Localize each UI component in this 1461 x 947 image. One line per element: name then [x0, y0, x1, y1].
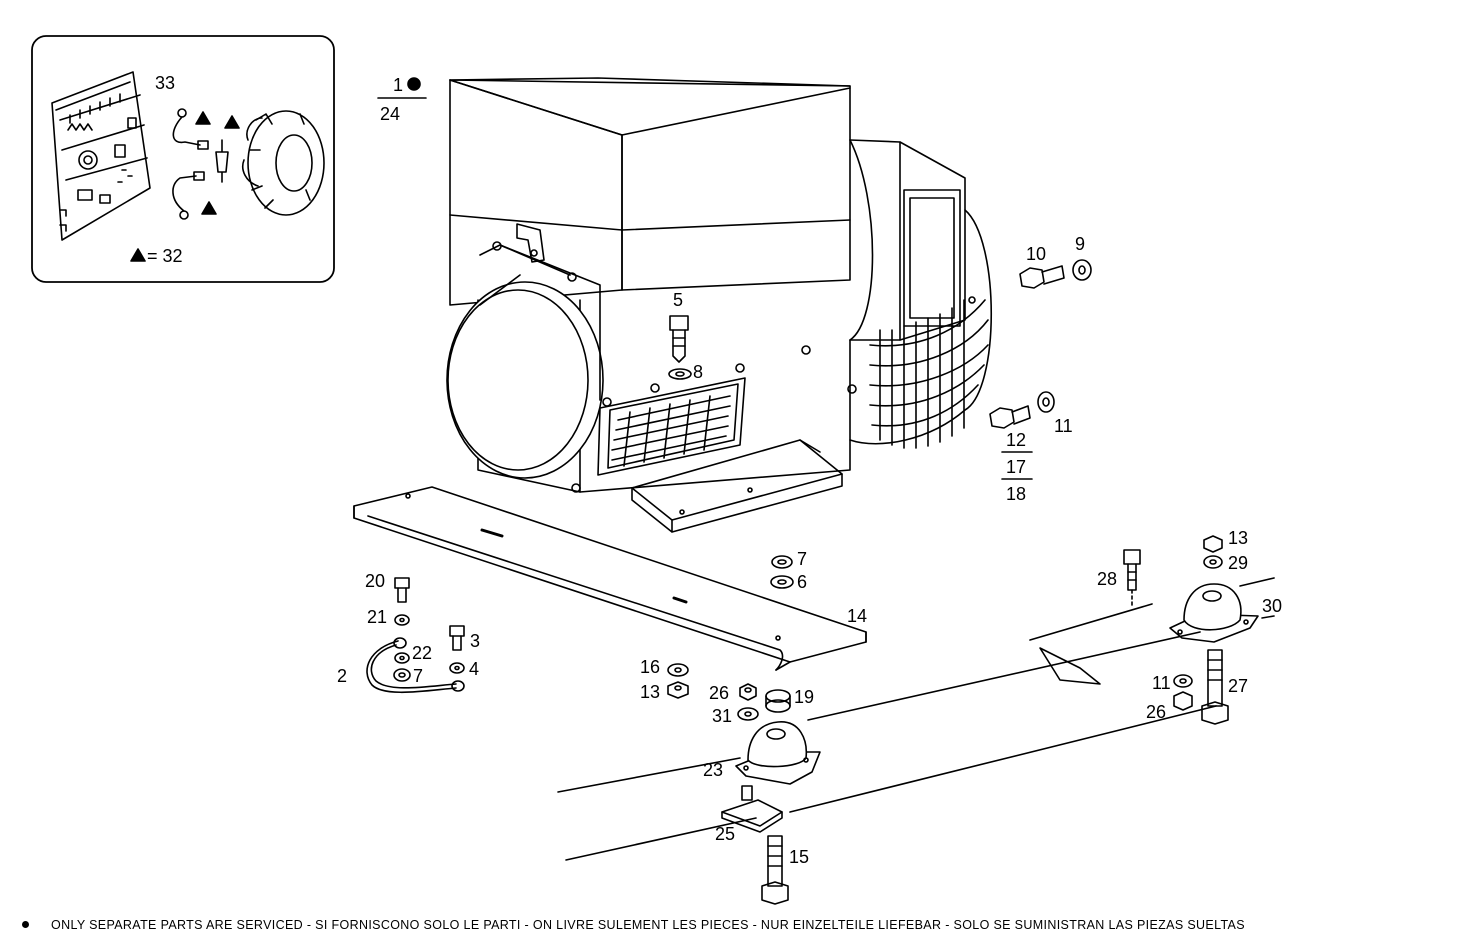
nut-7-lower [393, 668, 411, 682]
footer-note-text: ONLY SEPARATE PARTS ARE SERVICED - SI FO… [51, 918, 1245, 932]
wire-lead-upper [172, 108, 209, 150]
washer-4 [449, 662, 465, 674]
label-7-lower: 7 [413, 666, 423, 686]
label-13-right: 13 [1228, 528, 1248, 548]
nut-11-upper [1037, 391, 1055, 413]
footer-note: ONLY SEPARATE PARTS ARE SERVICED - SI FO… [22, 918, 1452, 932]
vibration-mount-23 [735, 721, 821, 785]
washer-6 [770, 575, 794, 589]
label-18: 18 [1006, 484, 1026, 504]
triangle-marker [201, 201, 217, 215]
skid-rails [557, 577, 1275, 861]
nut-26-left [739, 683, 757, 701]
label-6: 6 [797, 572, 807, 592]
label-16: 16 [640, 657, 660, 677]
regulator-board [51, 71, 151, 241]
nut-26-right [1173, 691, 1193, 711]
washer-16 [667, 663, 689, 677]
label-13: 13 [640, 682, 660, 702]
washer-8 [668, 368, 692, 380]
label-25: 25 [715, 824, 735, 844]
screw-3 [449, 625, 465, 651]
diode-bridge-ring [242, 110, 325, 216]
label-24: 24 [380, 104, 400, 124]
washer-9 [1072, 259, 1092, 281]
spacer-19 [765, 689, 791, 713]
label-19: 19 [794, 687, 814, 707]
bolt-15 [761, 835, 789, 905]
terminal-box [449, 77, 851, 306]
washer-21 [394, 614, 410, 626]
label-26-right: 26 [1146, 702, 1166, 722]
label-17: 17 [1006, 457, 1026, 477]
label-9: 9 [1075, 234, 1085, 254]
cooling-grille [597, 345, 857, 476]
nut-13-right [1203, 535, 1223, 553]
label-14: 14 [847, 606, 867, 626]
screw-20 [394, 577, 410, 603]
label-10: 10 [1026, 244, 1046, 264]
end-bell-front [446, 223, 612, 493]
label-5: 5 [673, 290, 683, 310]
vibration-mount-30 [1169, 583, 1259, 643]
label-12: 12 [1006, 430, 1026, 450]
label-27: 27 [1228, 676, 1248, 696]
label-1: 1 [393, 75, 403, 95]
base-plate [353, 486, 867, 671]
bullet-marker [407, 77, 421, 91]
label-20: 20 [365, 571, 385, 591]
label-8: 8 [693, 362, 703, 382]
label-30: 30 [1262, 596, 1282, 616]
bolt-27 [1201, 649, 1229, 725]
washer-7-upper [771, 555, 793, 569]
clamp-plate-25 [721, 785, 783, 833]
bolt-5 [669, 315, 689, 363]
washer-31 [737, 707, 759, 721]
bolt-10 [1019, 265, 1065, 289]
label-7: 7 [797, 549, 807, 569]
label-33: 33 [155, 73, 175, 93]
label-15: 15 [789, 847, 809, 867]
label-28: 28 [1097, 569, 1117, 589]
varistor [215, 139, 229, 183]
label-22: 22 [412, 643, 432, 663]
rear-fan-cover [849, 209, 993, 449]
label-29: 29 [1228, 553, 1248, 573]
bolt-12 [989, 405, 1031, 429]
bullet-icon [22, 921, 29, 929]
label-32: = 32 [147, 246, 183, 266]
inset-box: 33 = 32 [31, 35, 335, 283]
label-23: 23 [703, 760, 723, 780]
label-2: 2 [337, 666, 347, 686]
wire-lead-lower [172, 171, 205, 220]
bolt-28 [1123, 549, 1141, 607]
washer-22 [394, 652, 410, 664]
label-4: 4 [469, 659, 479, 679]
triangle-marker [224, 115, 240, 129]
ground-strap-2 [366, 637, 465, 694]
label-11-lower: 11 [1152, 673, 1171, 693]
label-31: 31 [712, 706, 732, 726]
label-11: 11 [1054, 416, 1073, 436]
washer-11-lower [1173, 674, 1193, 688]
label-21: 21 [367, 607, 387, 627]
triangle-marker [195, 111, 211, 125]
mounting-foot [631, 439, 843, 533]
label-3: 3 [470, 631, 480, 651]
triangle-marker [130, 248, 146, 262]
nut-13-lower [667, 681, 689, 699]
alternator-assembly [446, 77, 993, 533]
label-26: 26 [709, 683, 729, 703]
washer-29 [1203, 555, 1223, 569]
